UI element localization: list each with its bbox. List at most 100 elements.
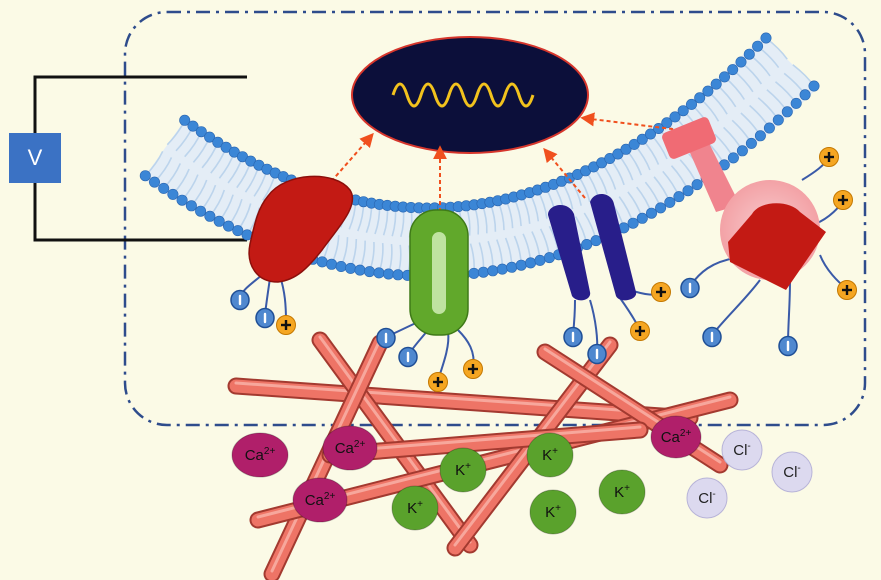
ion-charge: - (747, 441, 750, 452)
voltmeter-wire-top (35, 77, 247, 133)
calcium-ion: Ca2+ (651, 416, 701, 458)
lipid-head (683, 186, 693, 196)
lipid-head (168, 189, 178, 199)
negative-charge (703, 328, 721, 347)
chloride-ion: Cl- (687, 478, 727, 518)
ion-symbol: K (614, 484, 624, 501)
ion-charge: + (465, 461, 471, 472)
calcium-ion: Ca2+ (293, 478, 347, 522)
negative-charge (681, 279, 699, 298)
calcium-ion: Ca2+ (323, 426, 377, 470)
ion-charge: 2+ (354, 439, 366, 450)
lipid-head (628, 218, 638, 228)
positive-charge (464, 360, 483, 379)
ion-symbol: Cl (783, 464, 797, 481)
lipid-head (746, 138, 756, 148)
positive-charge (429, 373, 448, 392)
lipid-head (719, 72, 729, 82)
lipid-head (177, 195, 187, 205)
lipid-head (737, 146, 747, 156)
positive-charge (820, 148, 839, 167)
lipid-head (149, 177, 159, 187)
ion-charge: - (797, 463, 800, 474)
lipid-head (665, 197, 675, 207)
positive-charge (652, 283, 671, 302)
ion-charge: + (417, 499, 423, 510)
lipid-head (488, 266, 498, 276)
ion-charge: + (624, 483, 630, 494)
lipid-head (764, 123, 774, 133)
lipid-head (345, 263, 355, 273)
positive-charge (631, 322, 650, 341)
ion-charge: 2+ (264, 446, 276, 457)
ion-symbol: Ca (661, 429, 681, 446)
lipid-head (711, 79, 721, 89)
voltmeter-label: V (28, 145, 43, 170)
positive-charge (277, 316, 296, 335)
lipid-head (205, 211, 215, 221)
ion-charge: + (555, 503, 561, 514)
negative-charge (779, 337, 797, 356)
lipid-head (791, 98, 801, 108)
lipid-head (674, 191, 684, 201)
lipid-head (535, 255, 545, 265)
ion-symbol: Cl (733, 442, 747, 459)
chloride-ion: Cl- (722, 430, 762, 470)
negative-charge (377, 329, 395, 348)
lipid-head (728, 64, 738, 74)
potassium-ion: K+ (599, 470, 645, 514)
ion-charge: + (552, 446, 558, 457)
lipid-head (637, 213, 647, 223)
lipid-head (782, 107, 792, 117)
lipid-head (744, 49, 754, 59)
lipid-head (469, 268, 479, 278)
chloride-ion: Cl- (772, 452, 812, 492)
lipid-head (383, 269, 393, 279)
lipid-head (186, 201, 196, 211)
ion-symbol: K (545, 504, 555, 521)
negative-charge (231, 291, 249, 310)
lipid-head (544, 252, 554, 262)
lipid-head (355, 265, 365, 275)
lipid-head (800, 90, 810, 100)
negative-charge (564, 328, 582, 347)
cytoskeleton (236, 337, 730, 574)
lipid-head (646, 208, 656, 218)
lipid-head (374, 268, 384, 278)
lipid-head (582, 239, 592, 249)
lipid-head (773, 115, 783, 125)
potassium-ion: K+ (530, 490, 576, 534)
lipid-head (214, 216, 224, 226)
ion-symbol: Ca (305, 492, 325, 509)
lipid-head (336, 261, 346, 271)
lipid-head (809, 81, 819, 91)
ion-charge: 2+ (680, 428, 692, 439)
ion-symbol: K (407, 500, 417, 517)
lipid-head (525, 258, 535, 268)
lipid-head (393, 270, 403, 280)
positive-charge (834, 191, 853, 210)
ion-charge: - (712, 489, 715, 500)
lipid-head (761, 33, 771, 43)
lipid-head (223, 221, 233, 231)
positive-charge (838, 281, 857, 300)
negative-charge (588, 345, 606, 364)
lipid-head (752, 41, 762, 51)
lipid-head (728, 153, 738, 163)
lipid-head (516, 260, 526, 270)
lipid-head (326, 259, 336, 269)
ion-symbol: K (542, 447, 552, 464)
negative-charge (399, 348, 417, 367)
ion-channel (410, 210, 468, 335)
ion-symbol: Cl (698, 490, 712, 507)
lipid-head (703, 86, 713, 96)
lipid-head (736, 57, 746, 67)
lipid-head (497, 264, 507, 274)
lipid-head (591, 235, 601, 245)
ion-symbol: Ca (335, 440, 355, 457)
ion-symbol: K (455, 462, 465, 479)
lipid-head (755, 131, 765, 141)
lipid-head (317, 257, 327, 267)
potassium-ion: K+ (392, 486, 438, 530)
